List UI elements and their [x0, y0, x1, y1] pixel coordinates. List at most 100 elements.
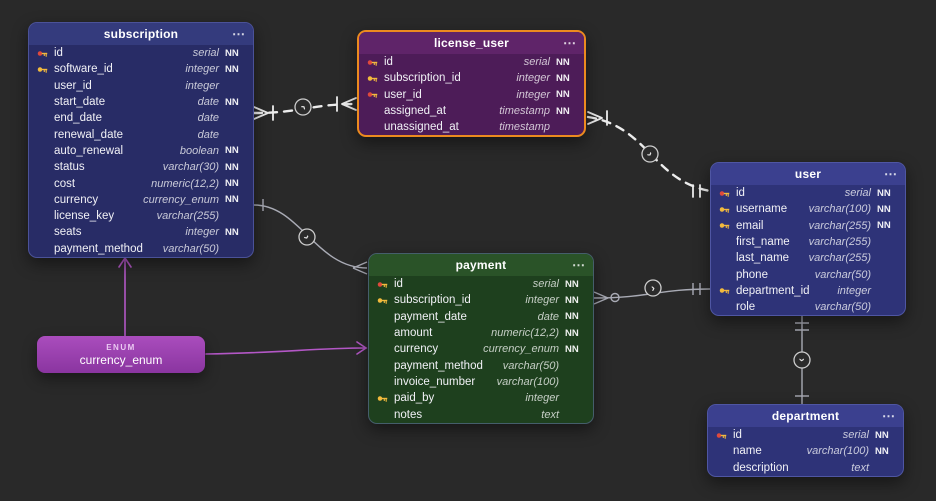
- table-title: department: [771, 409, 840, 423]
- key-icon: [716, 430, 733, 441]
- table-menu-icon[interactable]: ⋯: [572, 257, 585, 273]
- relationship-subscription-payment[interactable]: ›: [253, 199, 368, 275]
- field-type: integer: [516, 72, 550, 85]
- field-name: department_id: [736, 284, 810, 297]
- table-header[interactable]: payment ⋯: [369, 254, 593, 276]
- field-row-currency[interactable]: currency currency_enum NN: [369, 341, 593, 357]
- field-name: user_id: [384, 88, 422, 101]
- table-header[interactable]: department ⋯: [708, 405, 903, 427]
- relationship-payment-user[interactable]: ›: [593, 279, 711, 305]
- field-name: amount: [394, 327, 433, 340]
- field-type: numeric(12,2): [491, 327, 559, 340]
- enum-connection-currency_enum-subscription[interactable]: [118, 256, 132, 337]
- field-row-software_id[interactable]: software_id integer NN: [29, 61, 253, 77]
- field-type: integer: [185, 63, 219, 76]
- table-header[interactable]: license_user ⋯: [359, 32, 584, 54]
- field-type: currency_enum: [483, 343, 559, 356]
- field-name: cost: [54, 177, 76, 190]
- field-name: notes: [394, 408, 423, 421]
- field-type: varchar(50): [814, 301, 871, 314]
- table-title: license_user: [433, 36, 510, 50]
- key-icon: [377, 393, 394, 404]
- field-name: software_id: [54, 63, 113, 76]
- key-icon: [367, 57, 384, 68]
- table-menu-icon[interactable]: ⋯: [882, 408, 895, 424]
- field-type: varchar(255): [808, 219, 871, 232]
- field-name: payment_date: [394, 310, 467, 323]
- field-notnull-badge: NN: [225, 47, 239, 59]
- field-type: text: [541, 408, 559, 421]
- field-name: phone: [736, 268, 768, 281]
- field-type: integer: [525, 294, 559, 307]
- key-icon: [719, 188, 736, 199]
- field-name: username: [736, 203, 788, 216]
- field-notnull-badge: NN: [565, 343, 579, 355]
- field-name: currency: [394, 343, 439, 356]
- table-header[interactable]: user⋯: [711, 163, 905, 185]
- field-notnull-badge: NN: [877, 187, 891, 199]
- table-header[interactable]: subscription⋯: [29, 23, 253, 45]
- svg-text:›: ›: [300, 233, 313, 242]
- table-menu-icon[interactable]: ⋯: [563, 35, 576, 51]
- field-type: varchar(255): [156, 210, 219, 223]
- svg-text:›: ›: [796, 358, 808, 362]
- relationship-subscription-license_user[interactable]: ›: [252, 96, 358, 121]
- relationship-user-department[interactable]: ›: [793, 315, 811, 404]
- enum-connection-currency_enum-payment[interactable]: [205, 341, 368, 355]
- field-name: id: [736, 187, 745, 200]
- field-name: last_name: [736, 252, 790, 265]
- field-row-notes[interactable]: notes text: [369, 406, 593, 422]
- field-notnull-badge: NN: [225, 63, 239, 75]
- field-name: seats: [54, 226, 82, 239]
- field-type: serial: [842, 429, 869, 442]
- table-menu-icon[interactable]: ⋯: [232, 26, 245, 42]
- table-menu-icon[interactable]: ⋯: [884, 166, 897, 182]
- relationship-license_user-user[interactable]: ›: [586, 110, 712, 198]
- table-title: payment: [455, 258, 507, 272]
- key-icon: [377, 279, 394, 290]
